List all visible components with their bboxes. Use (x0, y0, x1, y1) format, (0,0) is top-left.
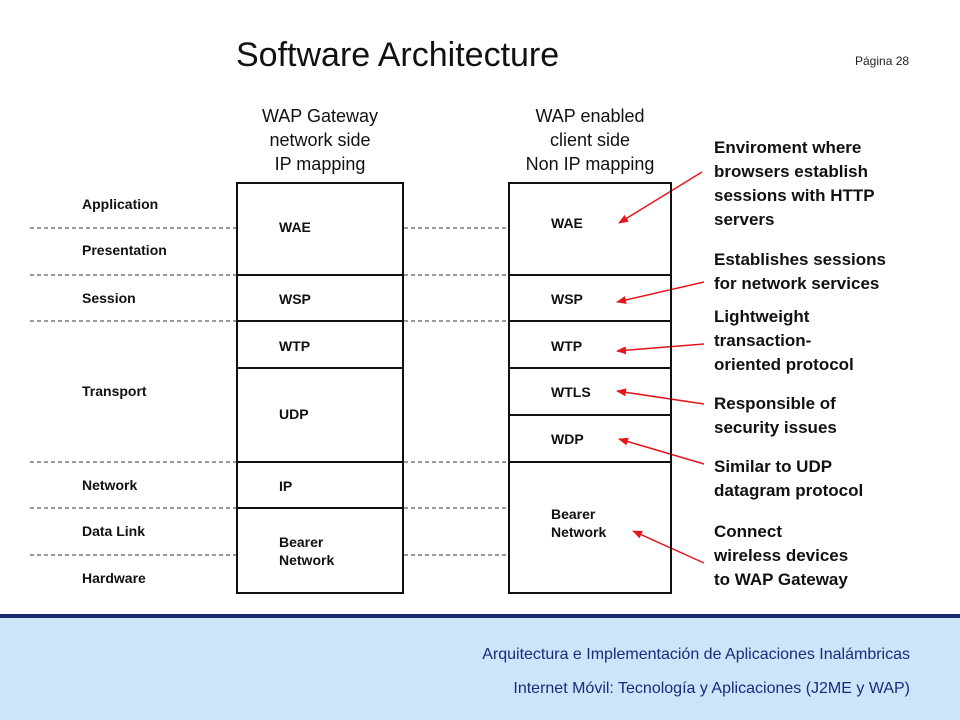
annotation-line: Enviroment where (714, 138, 862, 157)
footer-course-title: Arquitectura e Implementación de Aplicac… (482, 646, 910, 663)
gw-layer-wtp: WTP (279, 338, 311, 354)
annotation-wtp: Lightweight transaction- oriented protoc… (714, 305, 854, 377)
cl-layer-wtls: WTLS (551, 384, 591, 400)
footer-subtitle: Internet Móvil: Tecnología y Aplicacione… (513, 680, 910, 697)
annotation-line: Connect (714, 522, 782, 541)
arrow-bearer (632, 530, 705, 564)
client-stack (508, 182, 672, 594)
cl-layer-wae: WAE (551, 215, 583, 231)
arrow-wae (618, 171, 703, 224)
annotation-line: sessions with HTTP (714, 186, 875, 205)
gw-layer-wsp: WSP (279, 291, 311, 307)
gw-layer-ip: IP (279, 478, 293, 494)
client-heading-line: WAP enabled (535, 106, 645, 126)
annotation-wdp: Similar to UDP datagram protocol (714, 455, 863, 503)
osi-presentation: Presentation (82, 242, 167, 258)
cl-layer-wdp: WDP (551, 431, 584, 447)
page-number: Página 28 (855, 54, 910, 68)
gw-layer-udp: UDP (279, 406, 309, 422)
arrow-wtls (616, 388, 705, 405)
gw-layer-bearer: Bearer (279, 534, 324, 550)
arrow-wdp (618, 437, 705, 465)
osi-application: Application (82, 196, 159, 212)
client-heading-line: Non IP mapping (525, 154, 655, 174)
osi-separators (30, 227, 508, 556)
gateway-heading: WAP Gateway network side IP mapping (230, 104, 410, 176)
annotation-line: to WAP Gateway (714, 570, 848, 589)
cl-layer-wsp: WSP (551, 291, 583, 307)
slide-title: Software Architecture (236, 36, 560, 74)
cl-layer-bearer: Bearer (551, 506, 596, 522)
client-heading-line: client side (549, 130, 631, 150)
annotation-line: for network services (714, 274, 880, 293)
annotation-line: oriented protocol (714, 355, 854, 374)
annotation-line: Similar to UDP (714, 457, 833, 476)
annotation-line: security issues (714, 418, 837, 437)
osi-session: Session (82, 290, 136, 306)
client-heading: WAP enabled client side Non IP mapping (500, 104, 680, 176)
annotation-line: Establishes sessions (714, 250, 886, 269)
annotation-line: Responsible of (714, 394, 836, 413)
annotation-line: datagram protocol (714, 481, 864, 500)
osi-network: Network (82, 477, 138, 493)
footer-band (0, 614, 960, 720)
cl-layer-wtp: WTP (551, 338, 583, 354)
gateway-heading-line: WAP Gateway (261, 106, 379, 126)
arrow-wtp (616, 343, 705, 355)
gw-layer-network: Network (279, 552, 335, 568)
annotation-wae: Enviroment where browsers establish sess… (714, 136, 875, 232)
gateway-heading-line: network side (269, 130, 371, 150)
osi-hardware: Hardware (82, 570, 146, 586)
annotation-wtls: Responsible of security issues (714, 392, 837, 440)
annotation-arrows (616, 171, 705, 564)
gw-layer-wae: WAE (279, 219, 311, 235)
annotation-wsp: Establishes sessions for network service… (714, 248, 886, 296)
annotation-line: Lightweight (714, 307, 810, 326)
stack-dividers (236, 274, 672, 509)
annotation-bearer: Connect wireless devices to WAP Gateway (714, 520, 848, 592)
osi-data-link: Data Link (82, 523, 146, 539)
gateway-stack (236, 182, 404, 594)
gateway-heading-line: IP mapping (274, 154, 366, 174)
osi-transport: Transport (82, 383, 147, 399)
annotation-line: browsers establish (714, 162, 869, 181)
annotation-line: servers (714, 210, 775, 229)
arrow-wsp (616, 281, 705, 304)
annotation-line: wireless devices (714, 546, 849, 565)
cl-layer-network: Network (551, 524, 607, 540)
annotation-line: transaction- (714, 331, 812, 350)
